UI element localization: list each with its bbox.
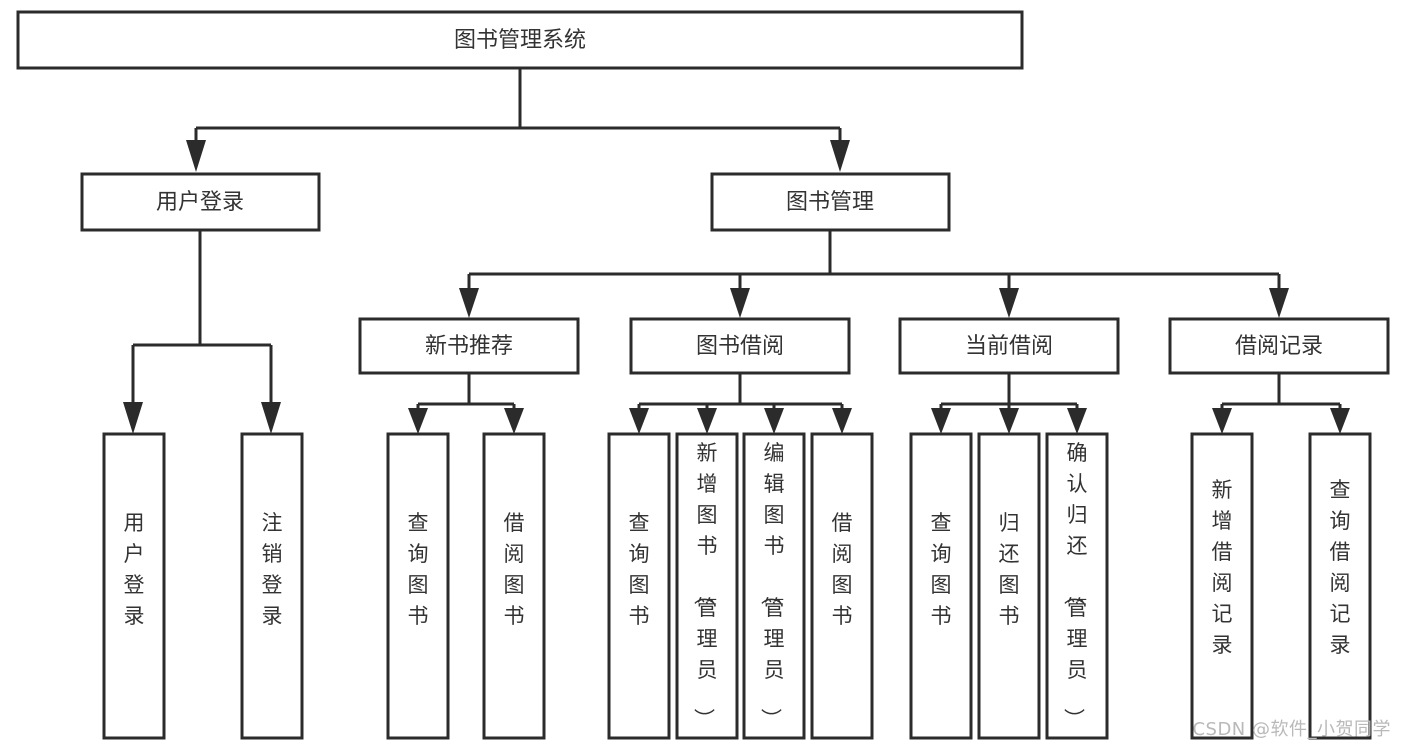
leaf-return-book-label: 归还图书 bbox=[999, 511, 1020, 628]
leaf-logout-label: 注销登录 bbox=[262, 511, 283, 628]
node-book-borrow-label: 图书借阅 bbox=[696, 334, 784, 359]
node-book-manage-label: 图书管理 bbox=[786, 190, 874, 215]
node-book-borrow[interactable]: 图书借阅 bbox=[629, 317, 851, 375]
arrow-head-icon bbox=[1269, 288, 1289, 318]
leaf-user-login[interactable]: 用户登录 bbox=[102, 432, 166, 740]
connector-book-borrow-to-leaves bbox=[629, 373, 852, 434]
node-root-box[interactable] bbox=[16, 10, 1024, 70]
node-borrow-record[interactable]: 借阅记录 bbox=[1168, 317, 1390, 375]
node-current-borrow[interactable]: 当前借阅 bbox=[898, 317, 1120, 375]
connector-new-book-to-leaves bbox=[408, 373, 524, 434]
arrow-head-icon bbox=[1067, 408, 1087, 434]
leaf-confirm-return-admin-label: 确认归还（管理员） bbox=[1062, 441, 1088, 729]
arrow-head-icon bbox=[261, 402, 281, 434]
leaf-edit-book-admin[interactable]: 编辑图书（管理员） bbox=[742, 432, 806, 740]
node-user-login[interactable]: 用户登录 bbox=[80, 172, 321, 232]
arrow-head-icon bbox=[123, 402, 143, 434]
arrow-head-icon bbox=[832, 408, 852, 434]
leaf-query-borrow-record-label: 查询借阅记录 bbox=[1330, 478, 1351, 657]
leaf-query-book-current-label: 查询图书 bbox=[931, 511, 952, 628]
node-root[interactable]: 图书管理系统 bbox=[16, 10, 1024, 70]
leaf-confirm-return-admin-box[interactable] bbox=[1045, 432, 1109, 740]
arrow-head-icon bbox=[186, 140, 206, 172]
leaf-borrow-book-new-label: 借阅图书 bbox=[504, 511, 525, 628]
leaf-logout-box[interactable] bbox=[240, 432, 304, 740]
leaf-add-book-admin-label: 新增图书（管理员） bbox=[692, 441, 718, 729]
leaf-add-borrow-record[interactable]: 新增借阅记录 bbox=[1190, 432, 1254, 740]
node-book-manage[interactable]: 图书管理 bbox=[710, 172, 951, 232]
node-user-login-label: 用户登录 bbox=[156, 190, 244, 215]
leaf-borrow-book-borrow-label: 借阅图书 bbox=[832, 511, 853, 628]
leaf-return-book-box[interactable] bbox=[977, 432, 1041, 740]
node-user-login-box[interactable] bbox=[80, 172, 321, 232]
leaf-add-borrow-record-label: 新增借阅记录 bbox=[1212, 478, 1233, 657]
node-new-book-recommend-label: 新书推荐 bbox=[425, 334, 513, 359]
leaf-query-book-borrow-label: 查询图书 bbox=[629, 511, 650, 628]
leaf-borrow-book-new-box[interactable] bbox=[482, 432, 546, 740]
connector-current-borrow-to-leaves bbox=[931, 373, 1087, 434]
arrow-head-icon bbox=[629, 408, 649, 434]
arrow-head-icon bbox=[830, 140, 850, 172]
arrow-head-icon bbox=[931, 408, 951, 434]
node-current-borrow-label: 当前借阅 bbox=[965, 334, 1053, 359]
leaf-confirm-return-admin[interactable]: 确认归还（管理员） bbox=[1045, 432, 1109, 740]
leaf-query-book-new-box[interactable] bbox=[386, 432, 450, 740]
leaf-user-login-label: 用户登录 bbox=[124, 511, 145, 628]
arrow-head-icon bbox=[1212, 408, 1232, 434]
leaf-add-book-admin[interactable]: 新增图书（管理员） bbox=[675, 432, 739, 740]
leaf-borrow-book-borrow[interactable]: 借阅图书 bbox=[810, 432, 874, 740]
connector-book-manage-to-level3 bbox=[459, 230, 1289, 318]
leaf-query-book-borrow[interactable]: 查询图书 bbox=[607, 432, 671, 740]
leaf-query-borrow-record-box[interactable] bbox=[1308, 432, 1372, 740]
connector-user-login-to-leaves bbox=[123, 230, 281, 434]
node-new-book-recommend[interactable]: 新书推荐 bbox=[358, 317, 580, 375]
leaf-query-book-current[interactable]: 查询图书 bbox=[909, 432, 973, 740]
arrow-head-icon bbox=[764, 408, 784, 434]
leaf-query-book-borrow-box[interactable] bbox=[607, 432, 671, 740]
node-root-label: 图书管理系统 bbox=[454, 28, 586, 53]
node-current-borrow-box[interactable] bbox=[898, 317, 1120, 375]
leaf-query-book-new-label: 查询图书 bbox=[408, 511, 429, 628]
node-new-book-recommend-box[interactable] bbox=[358, 317, 580, 375]
arrow-head-icon bbox=[999, 408, 1019, 434]
leaf-query-book-current-box[interactable] bbox=[909, 432, 973, 740]
leaf-user-login-box[interactable] bbox=[102, 432, 166, 740]
leaf-return-book[interactable]: 归还图书 bbox=[977, 432, 1041, 740]
arrow-head-icon bbox=[459, 288, 479, 318]
leaf-borrow-book-borrow-box[interactable] bbox=[810, 432, 874, 740]
arrow-head-icon bbox=[730, 288, 750, 318]
leaf-logout[interactable]: 注销登录 bbox=[240, 432, 304, 740]
leaf-edit-book-admin-label: 编辑图书（管理员） bbox=[759, 441, 785, 729]
arrow-head-icon bbox=[999, 288, 1019, 318]
arrow-head-icon bbox=[408, 408, 428, 434]
connector-borrow-record-to-leaves bbox=[1212, 373, 1350, 434]
leaf-add-borrow-record-box[interactable] bbox=[1190, 432, 1254, 740]
leaf-add-book-admin-box[interactable] bbox=[675, 432, 739, 740]
connector-root-to-level2 bbox=[186, 68, 850, 172]
leaf-query-book-new[interactable]: 查询图书 bbox=[386, 432, 450, 740]
arrow-head-icon bbox=[504, 408, 524, 434]
leaf-edit-book-admin-box[interactable] bbox=[742, 432, 806, 740]
leaf-borrow-book-new[interactable]: 借阅图书 bbox=[482, 432, 546, 740]
arrow-head-icon bbox=[1330, 408, 1350, 434]
arrow-head-icon bbox=[697, 408, 717, 434]
leaf-query-borrow-record[interactable]: 查询借阅记录 bbox=[1308, 432, 1372, 740]
node-borrow-record-label: 借阅记录 bbox=[1235, 334, 1323, 359]
